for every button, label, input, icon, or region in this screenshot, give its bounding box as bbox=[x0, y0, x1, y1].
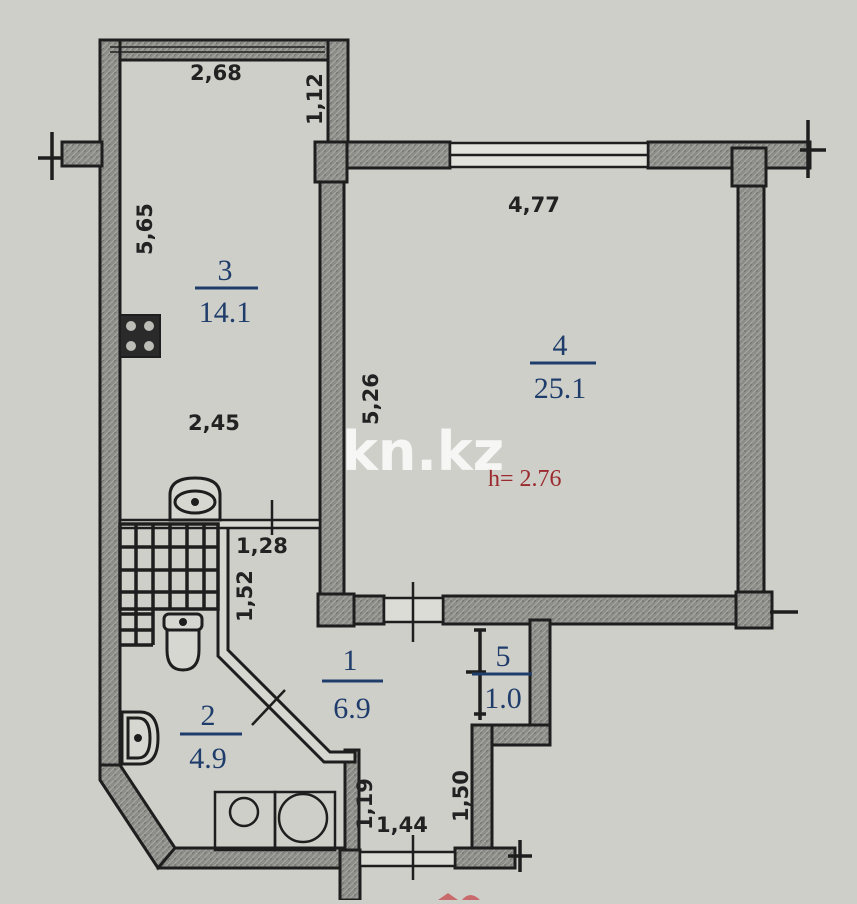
door-living bbox=[382, 582, 445, 642]
dim-living-width: 4,77 bbox=[508, 193, 560, 217]
room-4-label: 4 25.1 bbox=[530, 329, 596, 405]
room-1-label: 1 6.9 bbox=[322, 644, 383, 725]
bathroom-partition bbox=[216, 523, 357, 764]
wall-hall-right bbox=[470, 723, 494, 855]
dim-living-length: 5,26 bbox=[359, 373, 383, 425]
watermark: kn.kz bbox=[342, 420, 504, 483]
dim-hall-width: 1,44 bbox=[376, 813, 428, 837]
stove-icon bbox=[119, 314, 161, 358]
svg-text:4: 4 bbox=[553, 329, 568, 362]
room-3-label: 3 14.1 bbox=[195, 254, 258, 329]
wall-living-bottom-right bbox=[441, 594, 773, 626]
wall-kitchen-top bbox=[100, 38, 350, 62]
wall-left-stub bbox=[60, 140, 104, 168]
column-top-left bbox=[313, 140, 349, 184]
column-bottom-right bbox=[734, 590, 774, 630]
toilet-icon bbox=[162, 612, 204, 672]
dimension-labels: 2,68 1,12 5,65 2,45 4,77 5,26 1,28 1,52 … bbox=[133, 61, 560, 837]
dim-hall-right: 1,50 bbox=[449, 770, 473, 822]
axis-ticks bbox=[38, 120, 826, 872]
wall-living-right bbox=[736, 148, 766, 612]
dim-kitchen-length: 5,65 bbox=[133, 203, 157, 255]
svg-text:1.0: 1.0 bbox=[484, 682, 522, 715]
dim-kitchen-niche: 1,12 bbox=[303, 73, 327, 125]
svg-text:14.1: 14.1 bbox=[199, 296, 252, 329]
cropped-red-mark bbox=[438, 893, 480, 900]
svg-text:25.1: 25.1 bbox=[534, 372, 587, 405]
column-top-right bbox=[730, 146, 768, 188]
window-kitchen bbox=[110, 46, 325, 53]
washing-machine-icon bbox=[213, 790, 337, 852]
svg-text:4.9: 4.9 bbox=[189, 742, 227, 775]
room-2-label: 2 4.9 bbox=[180, 699, 242, 775]
dim-kitchen-width: 2,45 bbox=[188, 411, 240, 435]
svg-text:1: 1 bbox=[343, 644, 358, 677]
wall-bottom-stub bbox=[338, 848, 362, 902]
room-5-label: 5 1.0 bbox=[472, 640, 532, 715]
kitchen-sink-icon bbox=[168, 476, 222, 522]
wall-living-top-right bbox=[646, 140, 812, 170]
ceiling-height-note: h= 2.76 bbox=[488, 466, 562, 492]
shower-tiles-icon bbox=[118, 522, 220, 647]
door-bathroom bbox=[251, 689, 286, 726]
window-living bbox=[448, 141, 650, 169]
svg-text:5: 5 bbox=[496, 640, 511, 673]
bathroom-sink-icon bbox=[120, 710, 160, 766]
walls bbox=[60, 38, 812, 902]
dim-bath-width: 1,28 bbox=[236, 534, 288, 558]
column-bottom-left bbox=[316, 592, 356, 628]
svg-text:6.9: 6.9 bbox=[333, 692, 371, 725]
dim-kitchen-top-width: 2,68 bbox=[190, 61, 242, 85]
svg-text:3: 3 bbox=[218, 254, 233, 287]
dim-hall-left: 1,19 bbox=[353, 778, 377, 830]
svg-text:2: 2 bbox=[201, 699, 216, 732]
wall-diagonal-outer bbox=[98, 763, 177, 871]
dim-bath-depth: 1,52 bbox=[233, 570, 257, 622]
door-entrance bbox=[358, 835, 457, 880]
wall-living-left bbox=[318, 143, 346, 607]
wall-bottom-right bbox=[453, 846, 517, 870]
wall-kitchen-right-upper bbox=[326, 38, 350, 154]
